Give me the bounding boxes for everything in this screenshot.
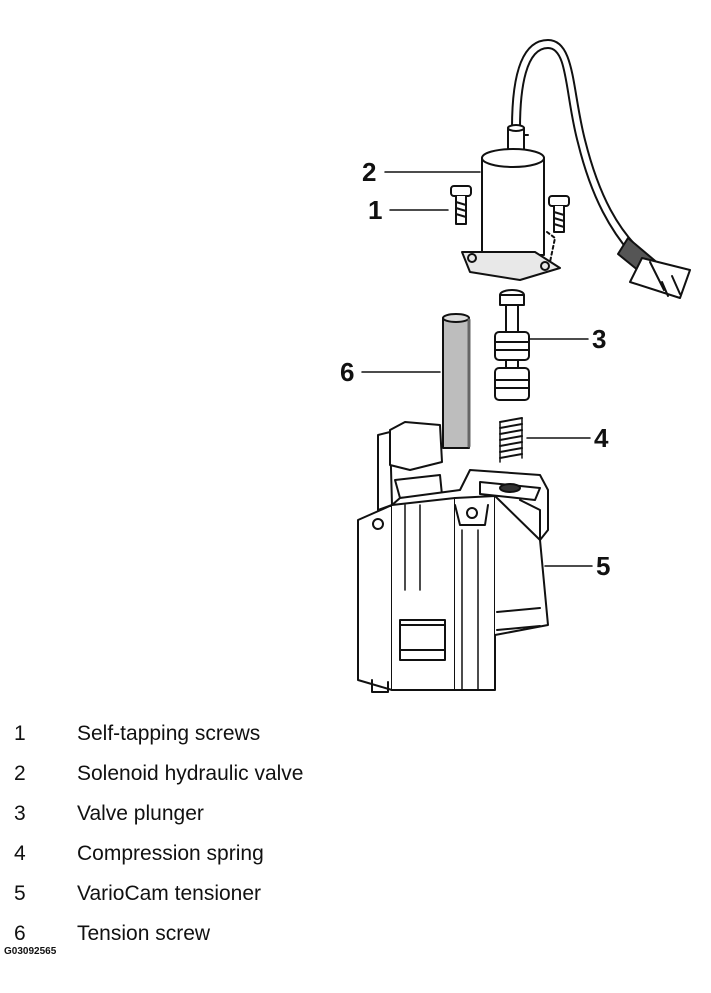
tension-screw xyxy=(442,313,471,449)
legend-number: 5 xyxy=(14,882,26,905)
legend-number: 4 xyxy=(14,842,26,865)
cable-connector xyxy=(617,237,691,299)
self-tapping-screw-right xyxy=(548,195,570,233)
legend-item: 3 Valve plunger xyxy=(14,794,614,834)
legend-item: 4 Compression spring xyxy=(14,834,614,874)
valve-plunger xyxy=(494,289,530,401)
legend-label: Compression spring xyxy=(77,842,264,865)
figure-code: G03092565 xyxy=(4,946,57,957)
parts-legend: 1 Self-tapping screws 2 Solenoid hydraul… xyxy=(14,714,614,954)
legend-label: Tension screw xyxy=(77,922,211,945)
legend-label: VarioCam tensioner xyxy=(77,882,262,905)
callout-3: 3 xyxy=(592,324,606,354)
legend-number: 3 xyxy=(14,802,26,825)
compression-spring xyxy=(499,417,523,463)
legend-number: 2 xyxy=(14,762,26,785)
variocam-tensioner xyxy=(357,421,549,693)
legend-number: 1 xyxy=(14,722,26,745)
callout-5: 5 xyxy=(596,551,610,581)
exploded-parts-diagram: 2 1 3 6 4 5 xyxy=(340,39,691,693)
legend-item: 2 Solenoid hydraulic valve xyxy=(14,754,614,794)
legend-label: Valve plunger xyxy=(77,802,204,825)
self-tapping-screw-left xyxy=(450,185,472,225)
legend-item: 6 Tension screw xyxy=(14,914,614,954)
callout-4: 4 xyxy=(594,423,609,453)
callout-6: 6 xyxy=(340,357,354,387)
solenoid-valve xyxy=(461,124,561,281)
legend-label: Self-tapping screws xyxy=(77,722,261,745)
legend-item: 1 Self-tapping screws xyxy=(14,714,614,754)
leader-lines xyxy=(361,171,593,567)
legend-label: Solenoid hydraulic valve xyxy=(77,762,304,785)
callout-1: 1 xyxy=(368,195,382,225)
callout-2: 2 xyxy=(362,157,376,187)
legend-number: 6 xyxy=(14,922,26,945)
legend-item: 5 VarioCam tensioner xyxy=(14,874,614,914)
